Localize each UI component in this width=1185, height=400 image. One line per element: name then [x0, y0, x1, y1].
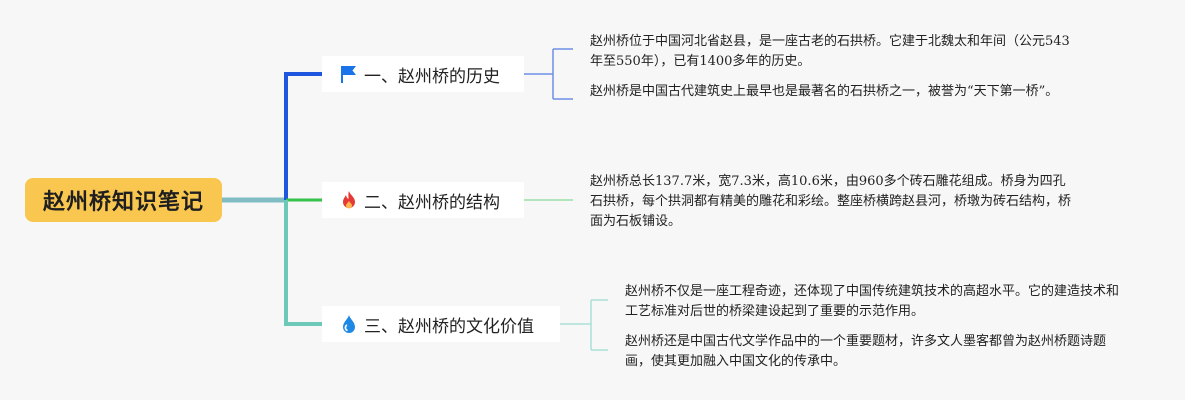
- root-topic[interactable]: 赵州桥知识笔记: [25, 178, 222, 222]
- branch-3-connector: [284, 200, 322, 326]
- water-drop-icon: [343, 315, 355, 333]
- flag-icon: [341, 66, 356, 83]
- note-history-1[interactable]: 赵州桥位于中国河北省赵县，是一座古老的石拱桥。它建于北魏太和年间（公元543年至…: [590, 34, 1070, 69]
- note-history-2[interactable]: 赵州桥是中国古代建筑史上最早也是最著名的石拱桥之一，被誉为“天下第一桥”。: [590, 84, 1059, 99]
- branch-label: 二、赵州桥的结构: [364, 192, 500, 213]
- branch-label: 一、赵州桥的历史: [364, 66, 500, 87]
- note-culture-1[interactable]: 赵州桥不仅是一座工程奇迹，还体现了中国传统建筑技术的高超水平。它的建造技术和工艺…: [625, 284, 1120, 319]
- note-structure-1[interactable]: 赵州桥总长137.7米，宽7.3米，高10.6米，由960多个砖石雕花组成。桥身…: [590, 174, 1072, 229]
- branch-1-note-connector: [524, 48, 573, 100]
- note-culture-2[interactable]: 赵州桥还是中国古代文学作品中的一个重要题材，许多文人墨客都曾为赵州桥题诗题画，使…: [625, 334, 1107, 369]
- branch-3-note-connector: [560, 299, 608, 351]
- branch-label: 三、赵州桥的文化价值: [364, 316, 534, 337]
- branch-topic-structure[interactable]: 二、赵州桥的结构: [322, 182, 524, 218]
- fire-icon: [343, 191, 355, 209]
- branch-topic-history[interactable]: 一、赵州桥的历史: [322, 56, 524, 92]
- branch-1-connector: [284, 72, 322, 200]
- branch-topic-culture[interactable]: 三、赵州桥的文化价值: [322, 306, 560, 342]
